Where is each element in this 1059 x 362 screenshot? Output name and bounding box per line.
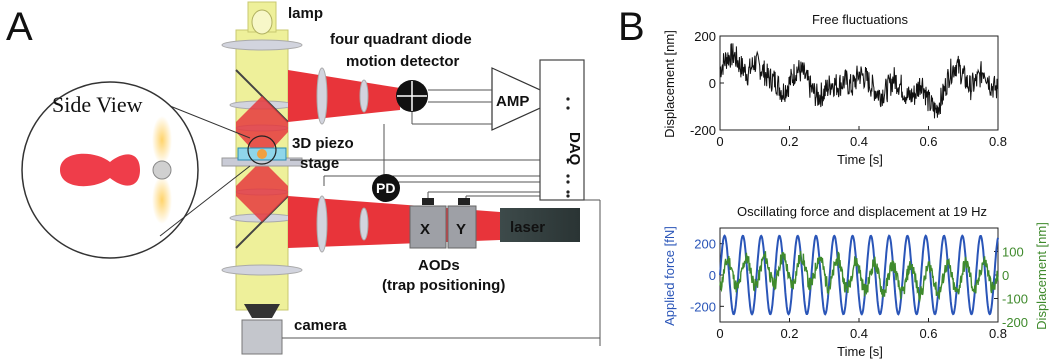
chart1-ytick-label: -200 [690,123,716,138]
label-aod-x: X [420,221,430,238]
camera [241,304,283,355]
label-pd: PD [376,180,395,196]
side-view-label: Side View [52,92,143,117]
label-piezo-1: 3D piezo [292,135,354,152]
label-piezo-2: stage [300,155,339,172]
chart1-xtick-label: 0.8 [989,134,1007,149]
chart2-title: Oscillating force and displacement at 19… [737,204,987,219]
chart2-ytick-right-label: -200 [1002,315,1028,330]
label-camera: camera [294,317,347,334]
chart2-displacement-line [719,250,999,303]
label-detector-2: motion detector [346,53,459,70]
label-lamp: lamp [288,5,323,22]
chart2-force-line [719,234,999,316]
chart1-xtick-label: 0 [716,134,723,149]
panel-label-b: B [618,5,645,49]
laser-path [288,195,580,253]
chart2-xlabel: Time [s] [837,344,883,359]
chart1-ytick-label: 200 [694,29,716,44]
microscope-column [221,1,303,311]
chart2-xtick-label: 0.2 [780,326,798,341]
label-aods-1: AODs [418,257,460,274]
detection-path [288,67,428,125]
chart1-xtick-label: 0.6 [919,134,937,149]
chart2-ytick-label: -200 [690,299,716,314]
chart2-xtick-label: 0.4 [850,326,868,341]
chart1-xlabel: Time [s] [837,152,883,167]
pd-circle [372,174,400,202]
daq-box [539,59,585,201]
chart2-ylabel-left: Applied force [fN] [662,226,677,326]
chart2-ylabel-right: Displacement [nm] [1034,222,1049,330]
label-aods-2: (trap positioning) [382,277,505,294]
chart-oscillating-force: Oscillating force and displacement at 19… [662,204,1049,359]
chart1-xtick-label: 0.4 [850,134,868,149]
daq-ports [566,97,570,198]
wires [282,89,601,346]
chart1-xtick-label: 0.2 [780,134,798,149]
chart2-xtick-label: 0.6 [919,326,937,341]
side-view-inset [21,81,251,259]
label-aod-y: Y [456,221,466,238]
chart1-title: Free fluctuations [812,12,909,27]
chart1-ytick-label: 0 [709,76,716,91]
amp-triangle [491,67,562,131]
chart2-ytick-right-label: -100 [1002,292,1028,307]
chart2-xtick-label: 0.8 [989,326,1007,341]
chart2-ytick-label: 0 [709,268,716,283]
label-amp: AMP [496,93,529,110]
label-laser: laser [510,219,545,236]
label-detector-1: four quadrant diode [330,31,472,48]
chart2-ytick-label: 200 [694,237,716,252]
chart2-xtick-label: 0 [716,326,723,341]
chart2-ytick-right-label: 0 [1002,268,1009,283]
chart2-ytick-right-label: 100 [1002,245,1024,260]
label-daq: DAQ [566,132,583,166]
chart1-series-line [719,43,998,119]
panel-label-a: A [6,5,33,49]
chart1-ylabel: Displacement [nm] [662,30,677,138]
